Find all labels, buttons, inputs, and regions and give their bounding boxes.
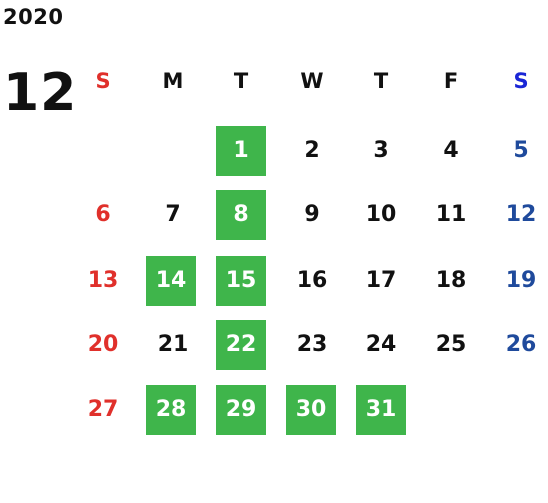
day-cell[interactable]: 28 [146, 385, 196, 435]
month-number: 12 [3, 63, 78, 123]
weekday-thu: T [373, 69, 389, 93]
day-cell[interactable]: 5 [513, 138, 529, 163]
day-cell[interactable]: 21 [157, 332, 189, 357]
day-cell[interactable]: 8 [216, 190, 266, 240]
day-cell[interactable]: 18 [435, 268, 467, 293]
day-cell[interactable]: 2 [304, 138, 320, 163]
day-cell[interactable]: 24 [365, 332, 397, 357]
day-cell[interactable]: 26 [505, 332, 537, 357]
day-cell[interactable]: 3 [373, 138, 389, 163]
day-cell[interactable]: 30 [286, 385, 336, 435]
year-label: 2020 [3, 5, 64, 29]
day-cell[interactable]: 16 [296, 268, 328, 293]
day-cell[interactable]: 7 [165, 202, 181, 227]
day-cell[interactable]: 11 [435, 202, 467, 227]
day-cell[interactable]: 15 [216, 256, 266, 306]
day-cell[interactable]: 19 [505, 268, 537, 293]
day-cell[interactable]: 1 [216, 126, 266, 176]
day-cell[interactable]: 23 [296, 332, 328, 357]
day-cell[interactable]: 25 [435, 332, 467, 357]
day-cell[interactable]: 6 [95, 202, 111, 227]
weekday-sat: S [513, 69, 529, 93]
day-cell[interactable]: 13 [87, 268, 119, 293]
day-cell[interactable]: 4 [443, 138, 459, 163]
day-cell[interactable]: 31 [356, 385, 406, 435]
day-cell[interactable]: 17 [365, 268, 397, 293]
weekday-wed: W [300, 69, 324, 93]
day-cell[interactable]: 10 [365, 202, 397, 227]
day-cell[interactable]: 22 [216, 320, 266, 370]
day-cell[interactable]: 12 [505, 202, 537, 227]
day-cell[interactable]: 14 [146, 256, 196, 306]
day-cell[interactable]: 27 [87, 397, 119, 422]
weekday-tue: T [233, 69, 249, 93]
day-cell[interactable]: 20 [87, 332, 119, 357]
day-cell[interactable]: 29 [216, 385, 266, 435]
weekday-sun: S [95, 69, 111, 93]
day-cell[interactable]: 9 [304, 202, 320, 227]
weekday-mon: M [162, 69, 184, 93]
weekday-fri: F [443, 69, 459, 93]
